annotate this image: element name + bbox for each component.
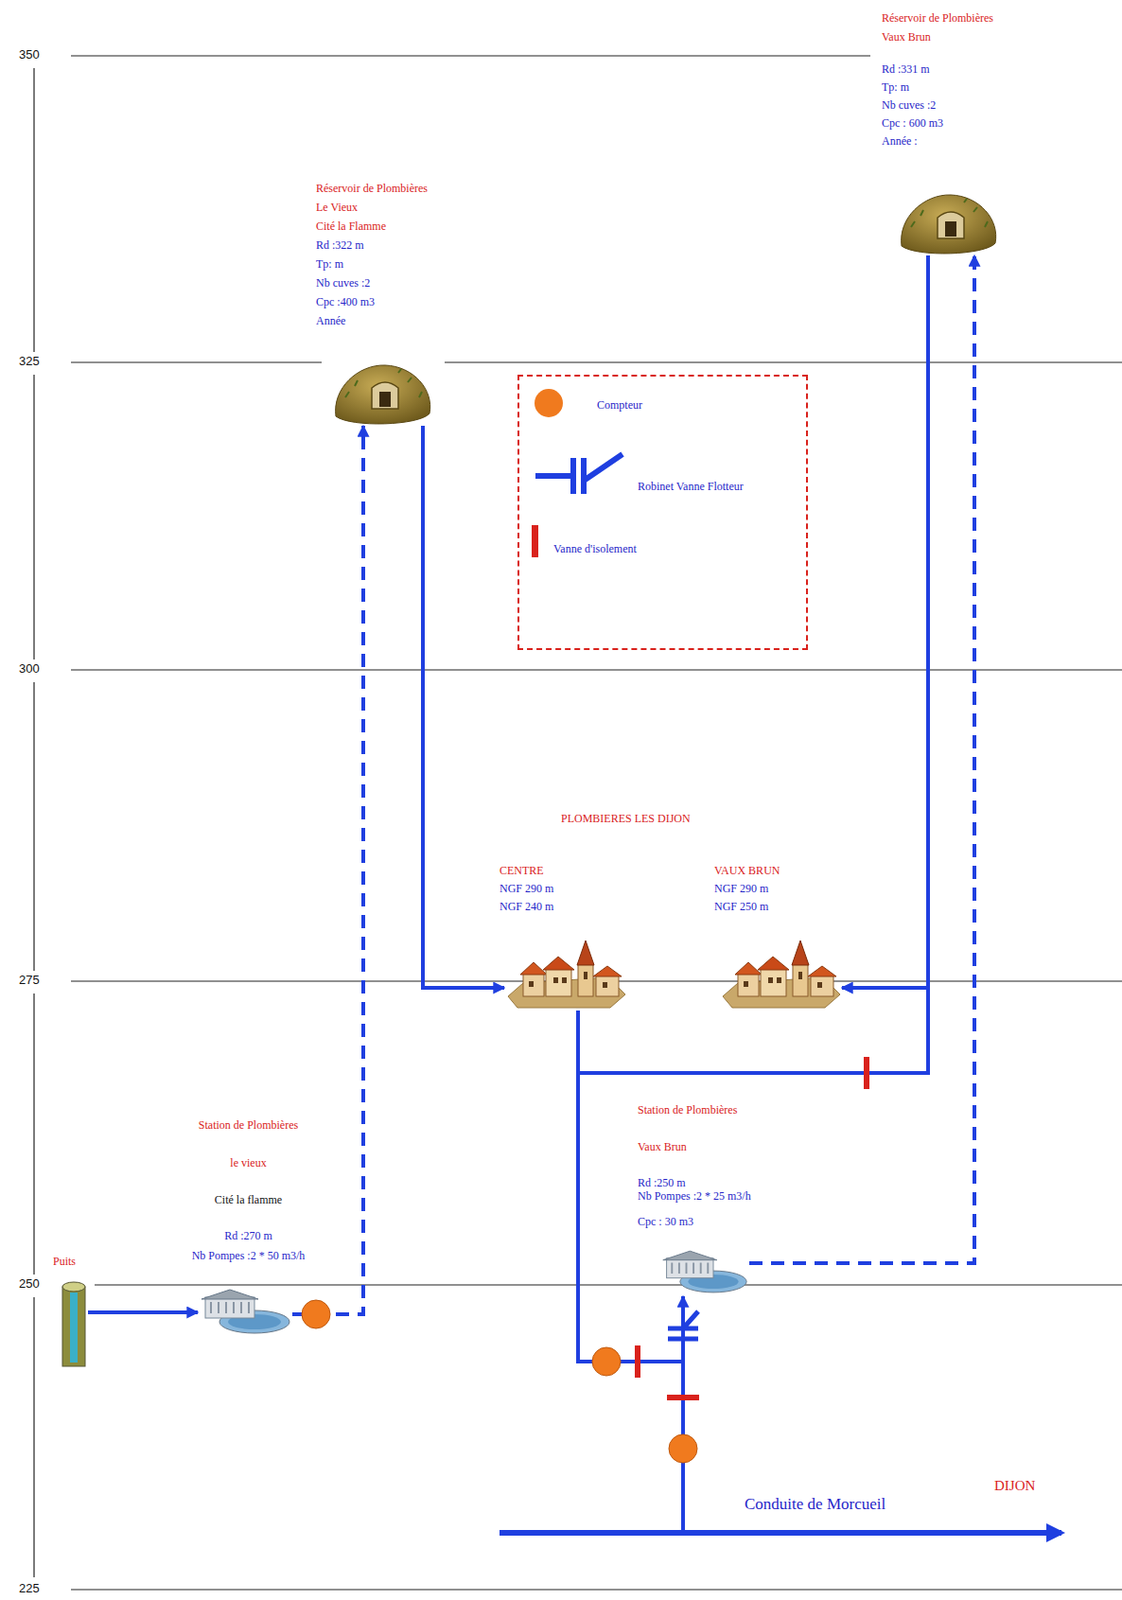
town-icon (718, 939, 842, 1011)
node-title: Station de Plombières (637, 1103, 780, 1117)
meter-symbol (668, 1434, 698, 1463)
meter-symbol (301, 1299, 331, 1329)
node-title: VAUX BRUN (714, 863, 842, 877)
pumping-pipe (749, 255, 975, 1263)
station-picture (197, 1288, 293, 1336)
pipe-label: Conduite de Morcueil (744, 1494, 886, 1514)
node-text: Cité la flamme (170, 1192, 327, 1207)
node-text: Année (315, 314, 458, 328)
node-text: Rd :322 m (315, 238, 458, 252)
level-number: 250 (18, 1276, 40, 1291)
well-icon (59, 1279, 88, 1369)
node-text: Cité la Flamme (315, 219, 458, 233)
pumping-pipe (292, 425, 364, 1315)
level-line (444, 361, 1122, 363)
legend-text: Compteur (596, 398, 643, 412)
mound-icon (332, 359, 435, 426)
node-text: le vieux (170, 1156, 327, 1170)
axis-line (33, 682, 35, 971)
main-pipe (499, 1529, 1062, 1536)
level-line (70, 54, 871, 56)
town-node: CENTRE NGF 290 m NGF 240 m (499, 863, 628, 1011)
node-text: Nb cuves :2 (315, 276, 458, 290)
node-title: CENTRE (499, 863, 628, 877)
well-picture (59, 1279, 88, 1369)
axis-line (33, 1297, 35, 1578)
float-valve-sample (535, 448, 628, 496)
node-text: Rd :331 m (881, 62, 1024, 76)
level-number: 225 (18, 1580, 40, 1596)
valve-symbol (666, 1394, 700, 1401)
node-text: Année : (881, 134, 1024, 148)
level-number: 325 (18, 353, 40, 369)
level-number: 300 (18, 661, 40, 676)
axis-line (33, 993, 35, 1275)
node-title: Réservoir de Plombières (881, 11, 1024, 25)
valve-sample (531, 525, 539, 558)
level-line (70, 668, 1122, 670)
node-text: NGF 290 m (714, 881, 842, 895)
mound-picture (332, 359, 435, 426)
station-icon (197, 1288, 293, 1336)
legend-text: Vanne d'isolement (553, 542, 637, 556)
node-text: NGF 290 m (499, 881, 628, 895)
level-number: 275 (18, 972, 40, 987)
town-picture (504, 939, 628, 1011)
float-valve-symbol (667, 1311, 699, 1339)
pump-station-node: Station de PlombièresVaux Brun Rd :250 mN… (637, 1103, 780, 1297)
pump-station-node: Station de Plombières le vieuxCité la fla… (170, 1118, 327, 1336)
legend-text: Robinet Vanne Flotteur (637, 479, 744, 493)
meter-sample (534, 388, 563, 418)
destination-label: DIJON (994, 1477, 1035, 1494)
node-title: Puits (52, 1254, 91, 1268)
node-text: Nb Pompes :2 * 25 m3/h (637, 1189, 780, 1203)
node-text: Tp: m (881, 80, 1024, 94)
water-pipe (578, 255, 929, 1073)
axis-line (33, 374, 35, 660)
valve-symbol (634, 1345, 641, 1378)
level-lines (34, 55, 1122, 1590)
town-title: PLOMBIERES LES DIJON (561, 811, 691, 826)
well-node: Puits (52, 1254, 91, 1369)
water-pipe (87, 1310, 198, 1315)
valve-symbol (863, 1056, 870, 1089)
node-text: Nb cuves :2 (881, 98, 1024, 112)
node-title: Station de Plombières (170, 1118, 327, 1132)
mound-icon (897, 189, 1000, 256)
node-title: Réservoir de Plombières (315, 181, 458, 195)
water-pipe (841, 255, 929, 988)
meter-symbol (592, 1347, 621, 1376)
water-pipe (422, 425, 505, 988)
node-text: Cpc : 600 m3 (881, 116, 1024, 130)
node-text: NGF 250 m (714, 899, 842, 913)
level-number: 350 (18, 47, 40, 62)
level-line (94, 1283, 1122, 1285)
legend-box (517, 374, 808, 650)
reservoir-node: Réservoir de Plombières Le VieuxCité la F… (315, 181, 458, 426)
node-text: Le Vieux (315, 200, 458, 214)
town-node: VAUX BRUN NGF 290 m NGF 250 m (714, 863, 842, 1011)
node-text: Rd :250 m (637, 1175, 780, 1190)
mound-picture (897, 189, 1000, 256)
reservoir-node: Réservoir de PlombièresVaux Brun Rd :331 … (881, 11, 1024, 256)
station-icon (659, 1248, 750, 1297)
node-text: Nb Pompes :2 * 50 m3/h (170, 1248, 327, 1263)
town-picture (718, 939, 842, 1011)
node-text: Cpc :400 m3 (315, 295, 458, 309)
node-text: Vaux Brun (637, 1139, 780, 1154)
node-text: NGF 240 m (499, 899, 628, 913)
level-line (70, 1588, 1122, 1590)
node-text: Cpc : 30 m3 (637, 1214, 780, 1228)
station-picture (659, 1248, 750, 1297)
node-text: Tp: m (315, 257, 458, 271)
level-line (70, 361, 322, 363)
node-text: Vaux Brun (881, 30, 1024, 44)
node-text: Rd :270 m (170, 1228, 327, 1243)
axis-line (33, 68, 35, 352)
town-icon (504, 939, 628, 1011)
